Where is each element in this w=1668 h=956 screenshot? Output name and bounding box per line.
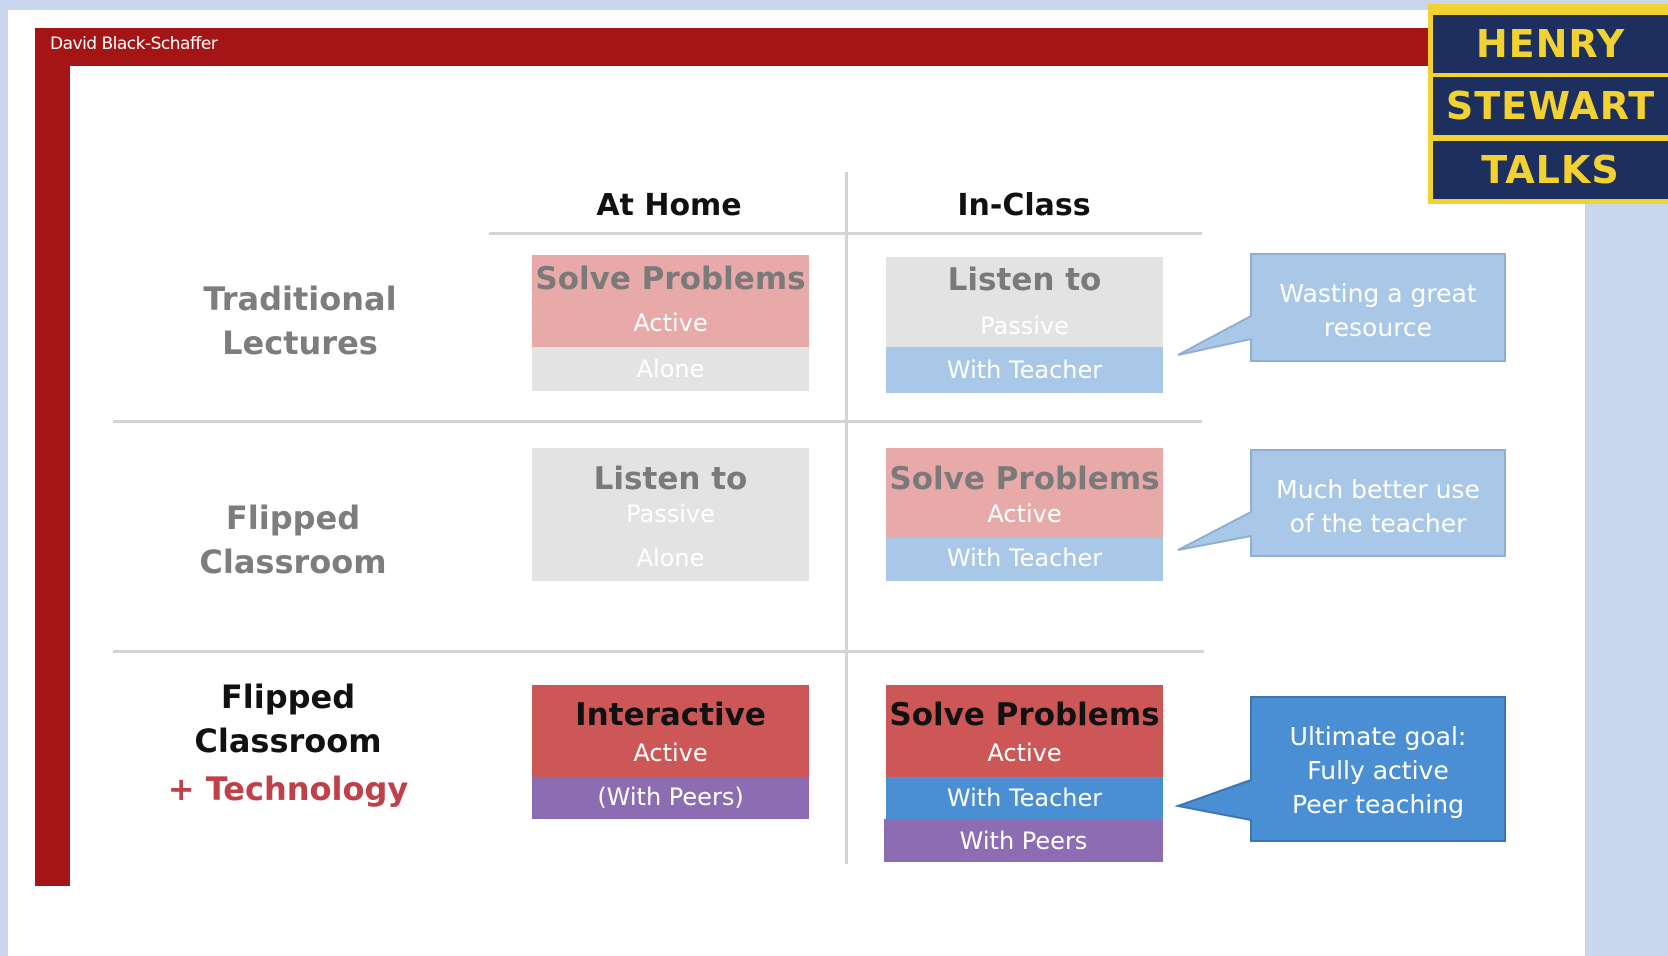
- mode-label-with-peers: With Peers: [884, 819, 1163, 862]
- row-label-flipped-classroom-technology: Flipped Classroom + Technology: [138, 675, 438, 811]
- mode-label-passive: Passive: [886, 303, 1163, 347]
- callout-text-better-use: Much better use of the teacher: [1251, 473, 1505, 541]
- callout-text-ultimate-goal: Ultimate goal: Fully active Peer teachin…: [1251, 720, 1505, 822]
- row-divider-line-2: [113, 650, 1204, 653]
- slide-header-bar: [35, 28, 1450, 66]
- activity-title: Solve Problems: [886, 685, 1163, 735]
- callout-line: Peer teaching: [1292, 790, 1464, 819]
- callout-shape-3: [1174, 696, 1506, 842]
- row-label-line: Classroom: [194, 722, 382, 760]
- flipped-at-home-box: Listen to Lecture Passive Alone: [532, 448, 809, 581]
- logo-line-talks: TALKS: [1433, 141, 1668, 199]
- column-divider-line: [845, 172, 848, 864]
- mode-label-with-teacher: With Teacher: [886, 777, 1163, 819]
- activity-title: Solve Problems: [532, 255, 809, 303]
- activity-title: Solve Problems: [886, 448, 1163, 496]
- henry-stewart-talks-logo: HENRY STEWART TALKS: [1428, 4, 1668, 204]
- column-header-at-home: At Home: [596, 188, 742, 223]
- technology-at-home-box: Interactive Lecture Active (With Peers): [532, 685, 809, 819]
- mode-label-active: Active: [886, 735, 1163, 777]
- mode-label-alone: Alone: [532, 538, 809, 581]
- activity-title: Listen to Lecture: [886, 257, 1163, 303]
- mode-label-with-teacher: With Teacher: [886, 538, 1163, 581]
- activity-title: Listen to Lecture: [532, 448, 809, 496]
- callout-shape-2: [1177, 449, 1506, 557]
- callout-shape-1: [1177, 253, 1506, 362]
- activity-title: Interactive Lecture: [532, 685, 809, 735]
- callout-line: resource: [1323, 313, 1433, 342]
- mode-label-active: Active: [886, 496, 1163, 538]
- row-label-line: Lectures: [222, 324, 378, 362]
- traditional-at-home-box: Solve Problems Active Alone: [532, 255, 809, 391]
- mode-label-with-peers: (With Peers): [532, 777, 809, 819]
- row-label-traditional-lectures: Traditional Lectures: [170, 277, 430, 365]
- row-label-line: Flipped: [220, 678, 356, 716]
- author-name: David Black-Schaffer: [50, 34, 218, 54]
- mode-label-passive: Passive: [532, 496, 809, 538]
- logo-line-henry: HENRY: [1433, 15, 1668, 73]
- row-label-line: Flipped: [225, 499, 361, 537]
- column-header-in-class: In-Class: [957, 188, 1091, 223]
- callout-line: Fully active: [1307, 756, 1449, 785]
- slide-side-bar: [35, 28, 70, 886]
- flipped-in-class-box: Solve Problems Active With Teacher: [886, 448, 1163, 581]
- row-label-technology: + Technology: [167, 770, 409, 808]
- callout-line: Much better use: [1276, 475, 1480, 504]
- mode-label-active: Active: [532, 303, 809, 347]
- callout-line: of the teacher: [1289, 509, 1467, 538]
- mode-label-active: Active: [532, 735, 809, 777]
- traditional-in-class-box: Listen to Lecture Passive With Teacher: [886, 257, 1163, 393]
- row-label-flipped-classroom: Flipped Classroom: [163, 496, 423, 584]
- row-label-line: Traditional: [203, 280, 397, 318]
- mode-label-with-teacher: With Teacher: [886, 347, 1163, 393]
- callout-text-wasting-resource: Wasting a great resource: [1251, 277, 1505, 345]
- logo-line-stewart: STEWART: [1433, 77, 1668, 135]
- row-label-line: Classroom: [199, 543, 387, 581]
- callout-line: Ultimate goal:: [1289, 722, 1467, 751]
- callout-line: Wasting a great: [1279, 279, 1477, 308]
- technology-in-class-box: Solve Problems Active With Teacher With …: [884, 685, 1163, 862]
- row-divider-line-1: [113, 420, 1202, 423]
- mode-label-alone: Alone: [532, 347, 809, 391]
